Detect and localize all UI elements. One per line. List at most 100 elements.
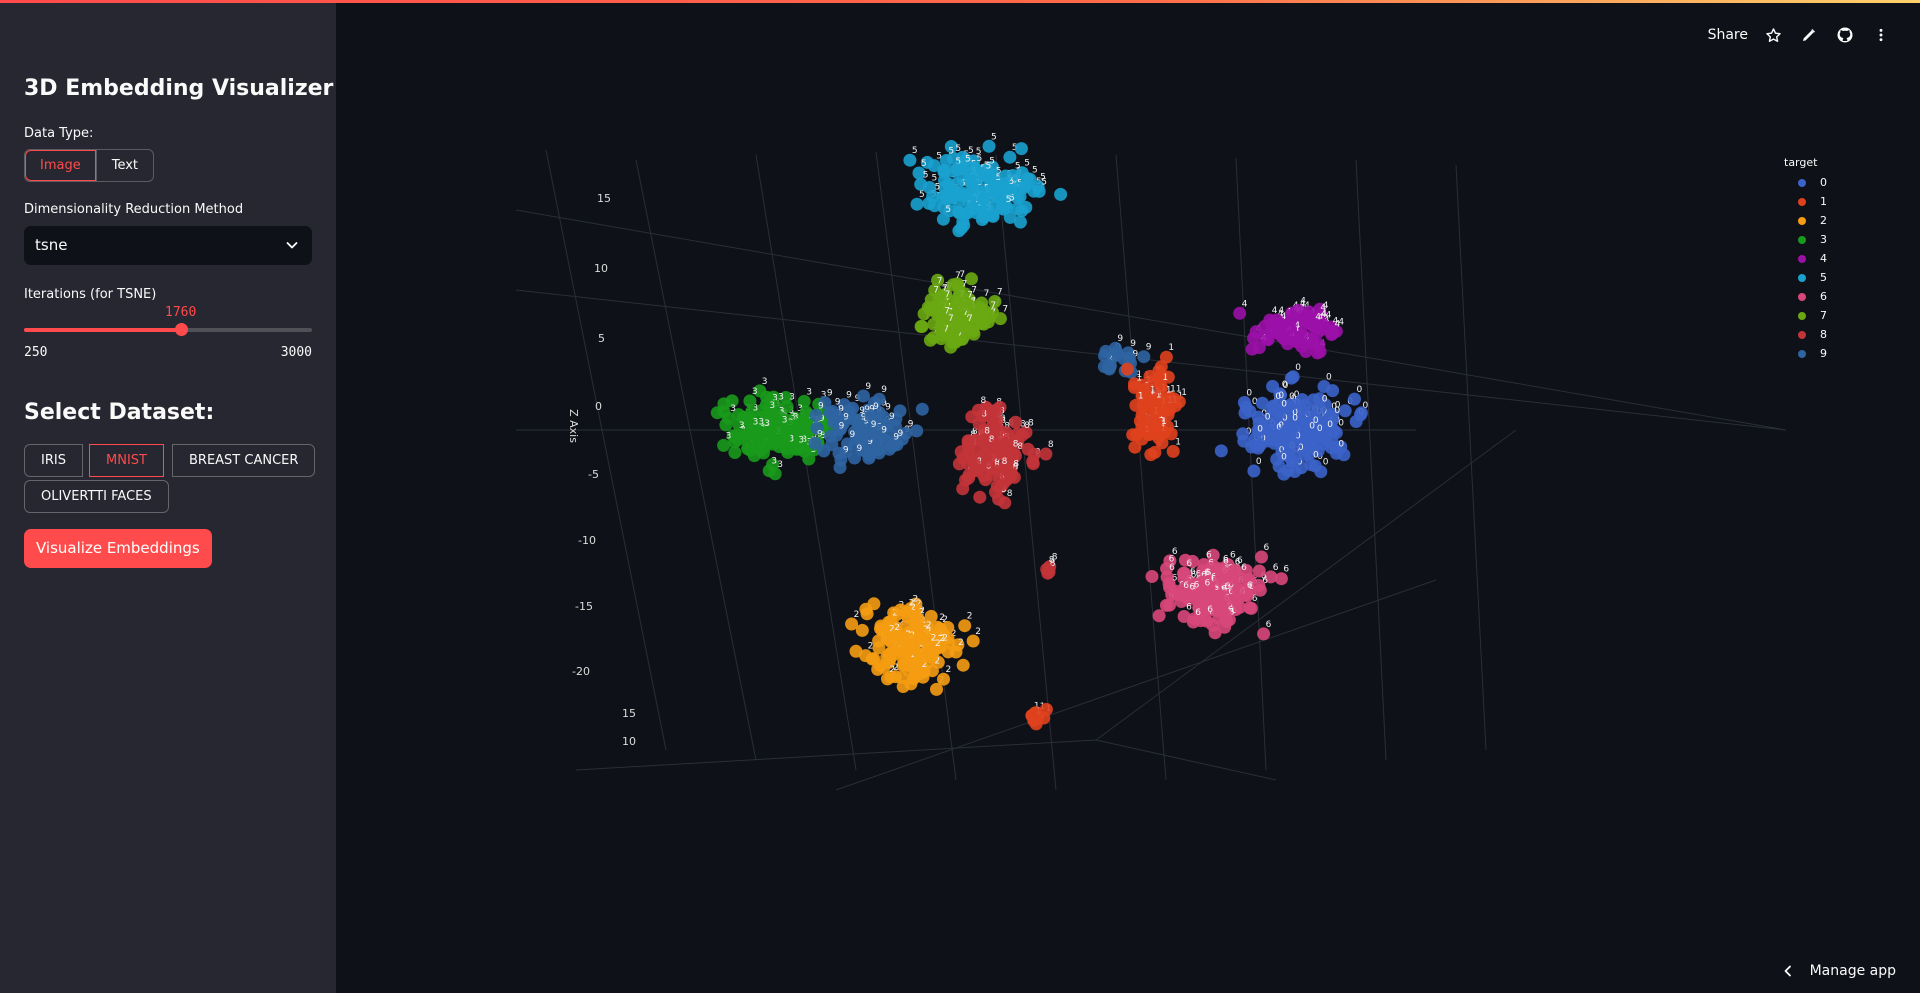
point-label: 3	[762, 377, 768, 387]
legend-label: 4	[1820, 252, 1827, 265]
legend-item-9[interactable]: 9	[1784, 344, 1827, 363]
point-3	[725, 394, 739, 408]
dataset-option-breast-cancer[interactable]: BREAST CANCER	[172, 444, 316, 477]
star-icon[interactable]	[1762, 24, 1784, 46]
point-6	[1182, 578, 1196, 592]
github-icon[interactable]	[1834, 24, 1856, 46]
point-label: 4	[1300, 297, 1306, 307]
point-6	[1159, 598, 1173, 612]
point-9	[910, 424, 924, 438]
point-label: 8	[1028, 418, 1034, 428]
point-0	[1288, 465, 1302, 478]
share-button[interactable]: Share	[1707, 27, 1748, 43]
point-3	[769, 399, 783, 413]
point-8	[1015, 428, 1029, 442]
legend-label: 6	[1820, 290, 1827, 303]
pencil-icon[interactable]	[1798, 24, 1820, 46]
point-label: 0	[1283, 381, 1289, 391]
point-label: 3	[821, 390, 827, 400]
point-label: 1	[1173, 420, 1179, 430]
point-label: 5	[948, 147, 954, 157]
point-label: 5	[955, 157, 961, 167]
point-label: 4	[1321, 310, 1327, 320]
point-9	[808, 436, 822, 450]
point-8	[967, 457, 981, 471]
point-0	[1253, 438, 1267, 452]
point-label: 9	[871, 420, 877, 430]
point-3	[751, 439, 765, 453]
point-label: 8	[1048, 440, 1054, 450]
point-label: 0	[1292, 408, 1298, 418]
point-6	[1198, 612, 1212, 626]
point-2	[913, 647, 926, 661]
point-label: 6	[1252, 594, 1258, 604]
point-5	[1013, 215, 1027, 229]
point-label: 2	[931, 634, 937, 644]
legend-item-7[interactable]: 7	[1784, 306, 1827, 325]
point-label: 6	[1237, 556, 1243, 566]
point-label: 6	[1262, 576, 1268, 586]
legend-item-1[interactable]: 1	[1784, 192, 1827, 211]
legend-item-2[interactable]: 2	[1784, 211, 1827, 230]
point-5	[951, 186, 965, 200]
point-label: 9	[859, 406, 865, 416]
point-label: 5	[1032, 165, 1038, 175]
point-7	[958, 298, 972, 312]
point-label: 6	[1228, 606, 1234, 616]
point-label: 6	[1223, 557, 1229, 567]
point-4	[1261, 333, 1275, 347]
legend-marker	[1798, 197, 1806, 206]
point-label: 3	[797, 404, 803, 414]
dataset-option-mnist[interactable]: MNIST	[89, 444, 164, 477]
point-5	[910, 197, 924, 211]
point-label: 7	[943, 325, 949, 335]
legend-item-6[interactable]: 6	[1784, 287, 1827, 306]
legend-label: 0	[1820, 176, 1827, 189]
point-0	[1255, 396, 1269, 410]
point-label: 6	[1264, 543, 1270, 553]
point-label: 0	[1260, 434, 1266, 444]
point-label: 3	[798, 435, 804, 445]
point-2	[966, 634, 980, 648]
point-5	[903, 153, 917, 167]
point-label: 4	[1326, 311, 1332, 321]
dataset-option-olivertti-faces[interactable]: OLIVERTTI FACES	[24, 480, 169, 513]
point-label: 6	[1261, 571, 1267, 581]
point-5	[1003, 150, 1017, 164]
visualize-embeddings-button[interactable]: Visualize Embeddings	[24, 529, 212, 568]
iterations-slider-thumb[interactable]	[175, 323, 188, 336]
z-tick-label: 15	[597, 192, 611, 205]
point-2	[865, 652, 879, 666]
method-select[interactable]: tsne	[24, 226, 312, 265]
manage-app-bar[interactable]: Manage app	[1782, 963, 1896, 979]
point-label: 6	[1205, 579, 1211, 589]
point-label: 9	[818, 401, 824, 411]
more-vertical-icon[interactable]	[1870, 24, 1892, 46]
point-4	[1324, 324, 1338, 338]
point-label: 6	[1225, 582, 1231, 592]
legend-item-5[interactable]: 5	[1784, 268, 1827, 287]
point-8	[1027, 447, 1041, 461]
point-6	[1174, 588, 1188, 602]
legend-item-3[interactable]: 3	[1784, 230, 1827, 249]
point-label: 0	[1289, 392, 1295, 402]
point-7	[946, 336, 960, 350]
data-type-option-image[interactable]: Image	[25, 150, 96, 181]
legend-item-4[interactable]: 4	[1784, 249, 1827, 268]
point-0	[1272, 459, 1286, 473]
point-9	[809, 408, 823, 422]
legend-item-0[interactable]: 0	[1784, 173, 1827, 192]
point-label: 0	[1282, 414, 1288, 424]
dataset-option-iris[interactable]: IRIS	[24, 444, 83, 477]
point-label: 3	[790, 412, 796, 422]
data-type-option-text[interactable]: Text	[95, 150, 153, 181]
point-label: 0	[1322, 395, 1328, 405]
legend-item-8[interactable]: 8	[1784, 325, 1827, 344]
point-4	[1283, 320, 1297, 334]
iterations-slider[interactable]	[24, 323, 312, 336]
point-label: 2	[893, 663, 899, 673]
point-9	[872, 432, 886, 446]
point-label: 3	[811, 445, 817, 455]
point-label: 5	[976, 147, 982, 157]
